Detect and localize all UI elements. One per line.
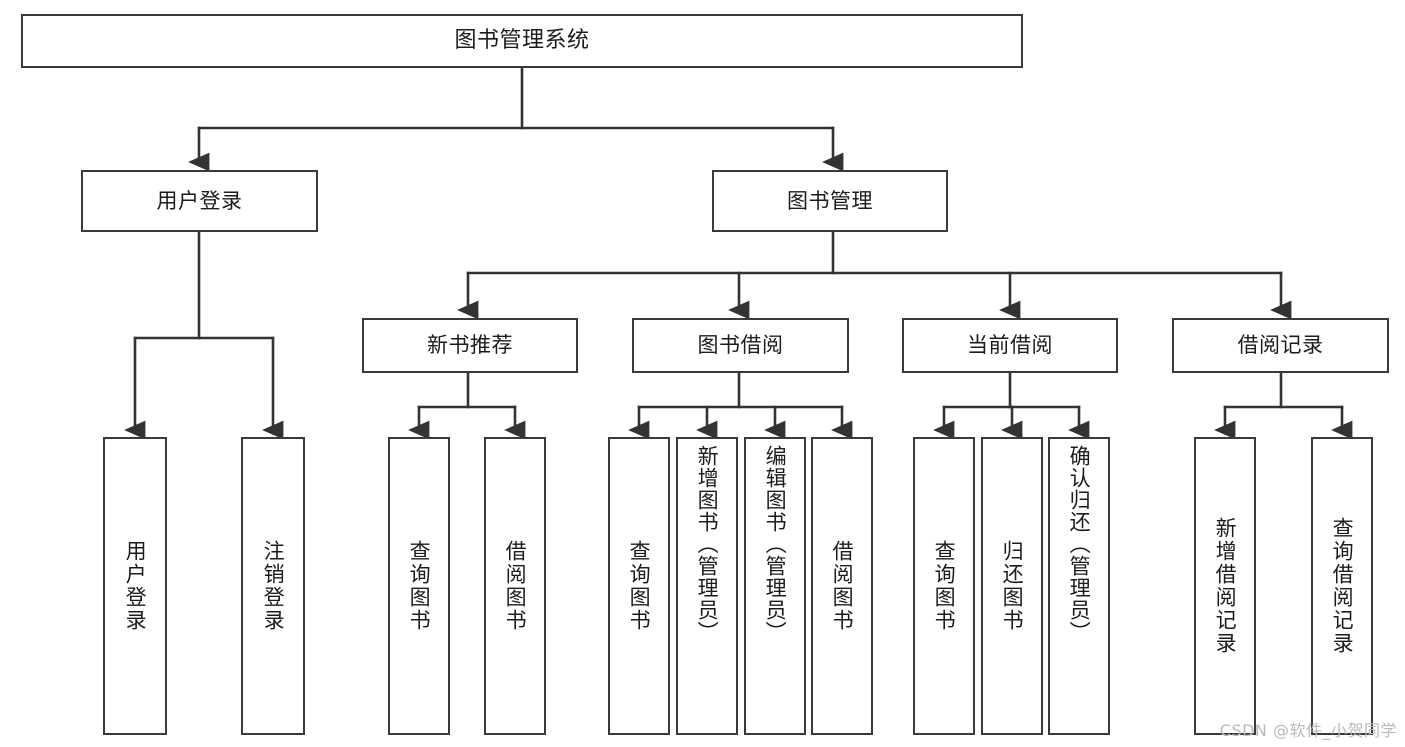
node-leaf-user-login[interactable]: 用户登录	[103, 437, 167, 735]
node-leaf-edit-book-admin[interactable]: 编辑图书（管理员）	[744, 437, 806, 735]
node-leaf-add-book-admin[interactable]: 新增图书（管理员）	[676, 437, 738, 735]
node-leaf-borrow-book-borrow[interactable]: 借阅图书	[811, 437, 873, 735]
node-label: 查询图书	[627, 540, 652, 632]
node-leaf-borrow-book-new-book[interactable]: 借阅图书	[484, 437, 546, 735]
node-borrow-record[interactable]: 借阅记录	[1172, 318, 1389, 373]
node-label: 图书管理	[787, 188, 873, 213]
node-leaf-return-book[interactable]: 归还图书	[981, 437, 1043, 735]
node-label: 图书借阅	[697, 333, 784, 358]
node-leaf-query-book-current[interactable]: 查询图书	[913, 437, 975, 735]
node-label: 新增借阅记录	[1213, 517, 1238, 655]
node-label: 注销登录	[261, 540, 286, 632]
node-leaf-confirm-return-admin[interactable]: 确认归还（管理员）	[1048, 437, 1110, 735]
node-label: 编辑图书（管理员）	[763, 445, 788, 643]
node-label: 新增图书（管理员）	[695, 445, 720, 643]
node-current-borrow[interactable]: 当前借阅	[902, 318, 1118, 373]
node-leaf-logout-login[interactable]: 注销登录	[241, 437, 305, 735]
node-label: 确认归还（管理员）	[1067, 445, 1092, 643]
node-label: 查询借阅记录	[1330, 517, 1355, 655]
node-label: 用户登录	[156, 188, 243, 213]
node-label: 当前借阅	[967, 333, 1053, 358]
node-label: 新书推荐	[427, 333, 513, 358]
node-new-book-recommend[interactable]: 新书推荐	[362, 318, 578, 373]
node-label: 借阅图书	[830, 540, 855, 632]
node-leaf-query-book-borrow[interactable]: 查询图书	[608, 437, 670, 735]
node-label: 查询图书	[407, 540, 432, 632]
node-book-management[interactable]: 图书管理	[712, 170, 948, 232]
node-label: 借阅图书	[503, 540, 528, 632]
node-user-login[interactable]: 用户登录	[81, 170, 318, 232]
node-label: 查询图书	[932, 540, 957, 632]
node-leaf-query-book-new-book[interactable]: 查询图书	[388, 437, 450, 735]
node-leaf-query-borrow-record[interactable]: 查询借阅记录	[1311, 437, 1373, 735]
node-label: 用户登录	[123, 540, 148, 632]
node-book-borrow[interactable]: 图书借阅	[632, 318, 849, 373]
csdn-watermark: CSDN @软件_小贺同学	[1219, 721, 1397, 740]
node-label: 归还图书	[1000, 540, 1025, 632]
node-label: 图书管理系统	[454, 28, 590, 54]
node-leaf-add-borrow-record[interactable]: 新增借阅记录	[1194, 437, 1256, 735]
node-root-book-management-system[interactable]: 图书管理系统	[21, 14, 1023, 68]
node-label: 借阅记录	[1237, 333, 1324, 358]
